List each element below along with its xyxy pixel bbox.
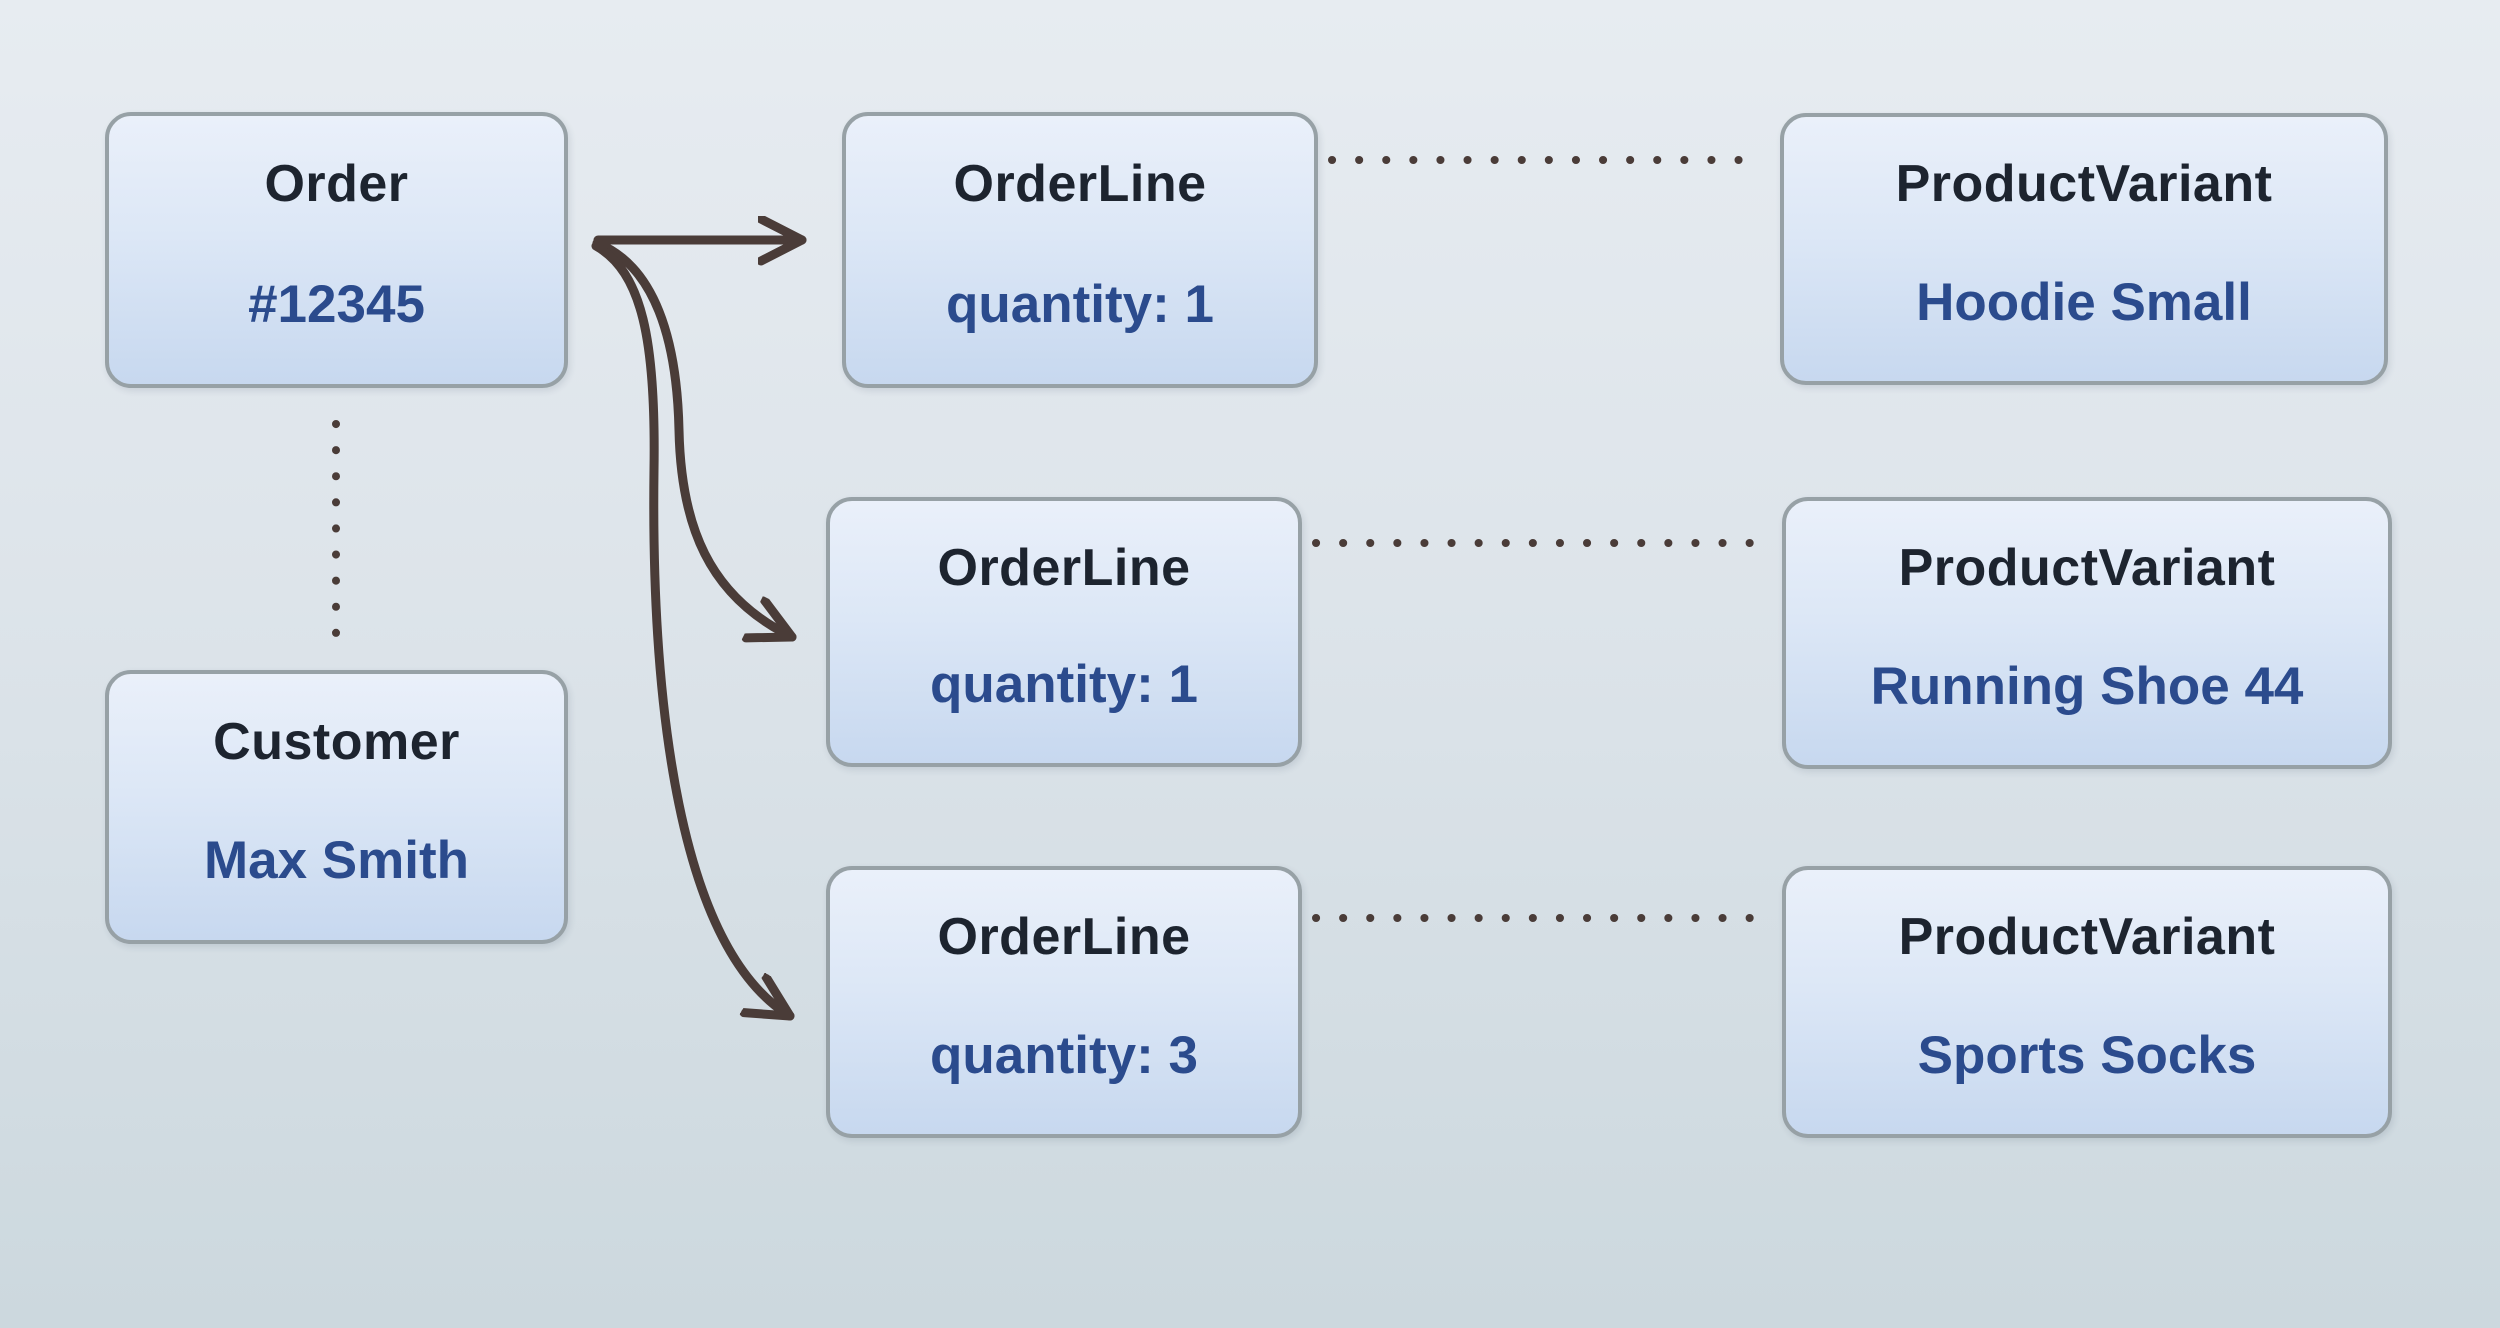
node-productvariant-2: ProductVariant Running Shoe 44: [1782, 497, 2392, 769]
node-order-title: Order: [264, 155, 409, 213]
node-productvariant-1-title: ProductVariant: [1895, 155, 2273, 213]
node-orderline-2-title: OrderLine: [937, 538, 1191, 597]
node-orderline-1-value: quantity: 1: [946, 274, 1214, 334]
node-productvariant-1: ProductVariant Hoodie Small: [1780, 113, 2388, 385]
node-orderline-2-value: quantity: 1: [930, 655, 1198, 714]
node-order-value: #12345: [248, 274, 425, 334]
node-productvariant-1-value: Hoodie Small: [1916, 272, 2252, 332]
arrow-order-to-orderline2: [592, 238, 797, 637]
arrow-order-to-orderline3: [591, 241, 795, 1021]
node-orderline-1-title: OrderLine: [953, 155, 1207, 213]
node-productvariant-3-value: Sports Socks: [1917, 1025, 2257, 1085]
node-productvariant-2-title: ProductVariant: [1898, 539, 2276, 597]
node-orderline-3-title: OrderLine: [937, 908, 1191, 966]
node-productvariant-3: ProductVariant Sports Socks: [1782, 866, 2392, 1138]
node-orderline-3: OrderLine quantity: 3: [826, 866, 1302, 1138]
node-order: Order #12345: [105, 112, 568, 388]
node-customer: Customer Max Smith: [105, 670, 568, 944]
node-orderline-3-value: quantity: 3: [930, 1025, 1198, 1085]
node-customer-value: Max Smith: [203, 831, 470, 890]
node-orderline-2: OrderLine quantity: 1: [826, 497, 1302, 767]
node-orderline-1: OrderLine quantity: 1: [842, 112, 1318, 388]
node-productvariant-3-title: ProductVariant: [1898, 908, 2276, 966]
node-productvariant-2-value: Running Shoe 44: [1870, 656, 2304, 716]
node-customer-title: Customer: [213, 712, 460, 771]
